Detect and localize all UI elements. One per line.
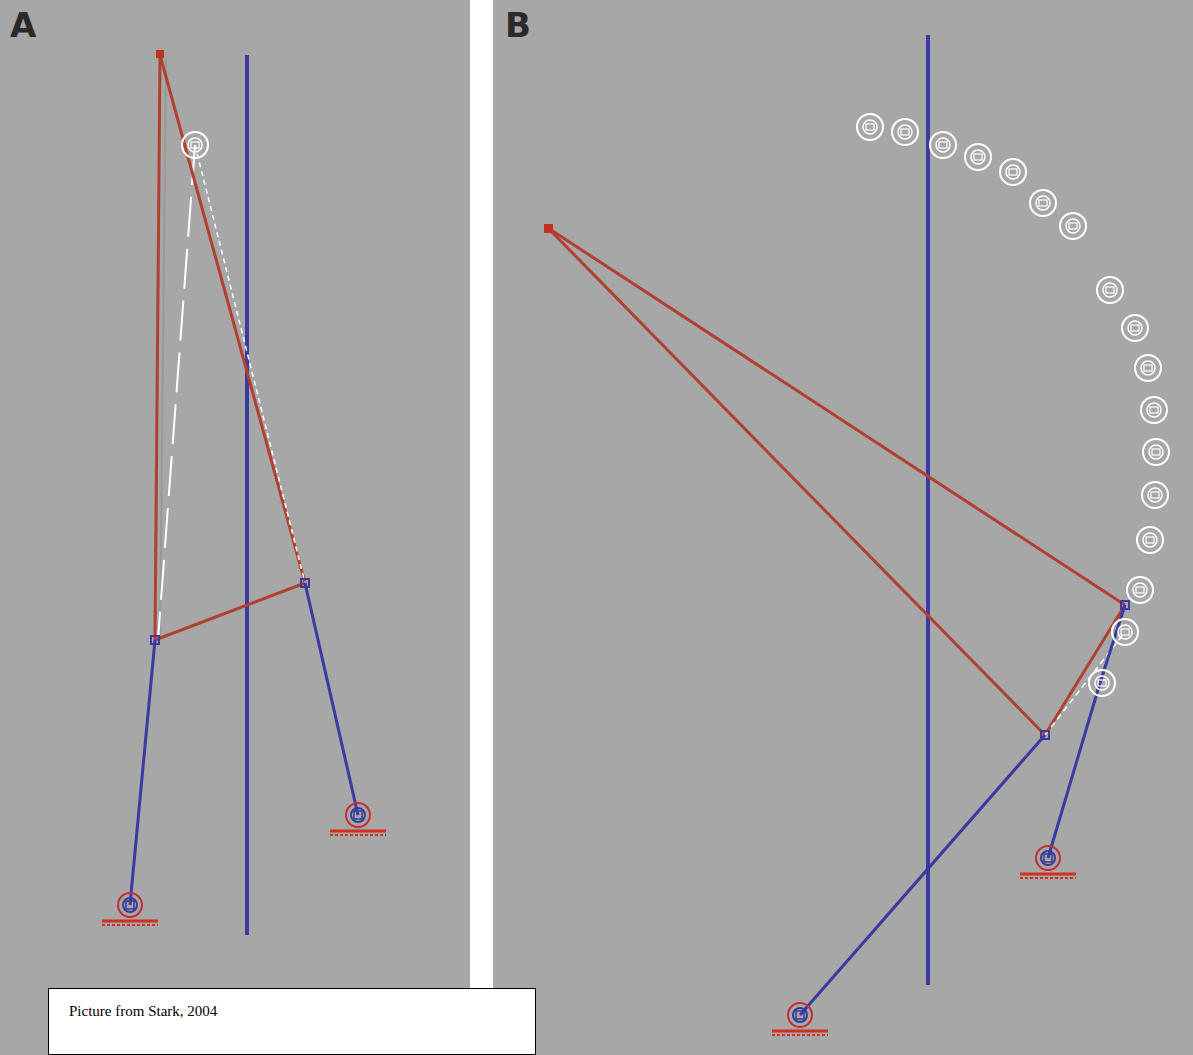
caption-box: Picture from Stark, 2004	[48, 988, 536, 1055]
caption: Picture from Stark, 2004	[69, 1003, 535, 1020]
panel-label: A	[10, 8, 36, 42]
panel-label: B	[505, 8, 531, 42]
